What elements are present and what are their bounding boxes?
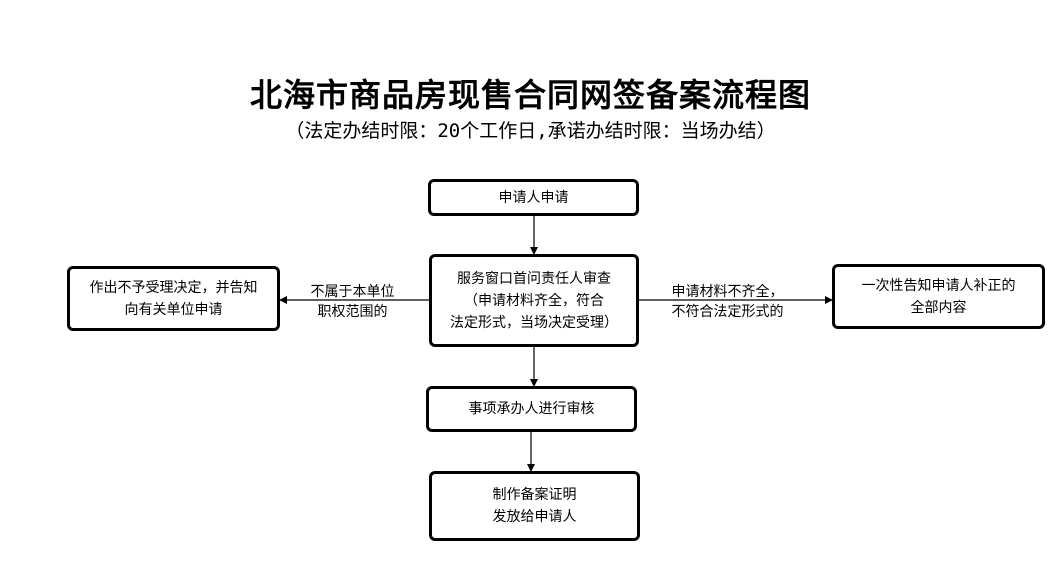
node-window-line-2: （申请材料齐全，符合 bbox=[464, 292, 604, 309]
edge-label-reject: 不属于本单位 职权范围的 bbox=[290, 282, 415, 322]
node-issue-certificate: 制作备案证明 发放给申请人 bbox=[429, 471, 640, 541]
edge-reject-line-1: 不属于本单位 bbox=[310, 284, 395, 300]
node-apply: 申请人申请 bbox=[428, 179, 639, 216]
node-issue-line-2: 发放给申请人 bbox=[492, 509, 577, 525]
diagram-title: 北海市商品房现售合同网签备案流程图 bbox=[249, 76, 811, 114]
node-notify: 一次性告知申请人补正的 全部内容 bbox=[832, 264, 1045, 329]
edge-label-notify: 申请材料不齐全， 不符合法定形式的 bbox=[650, 282, 805, 322]
node-reject: 作出不予受理决定，并告知 向有关单位申请 bbox=[67, 266, 280, 331]
edge-notify-line-2: 不符合法定形式的 bbox=[671, 304, 784, 320]
node-notify-line-1: 一次性告知申请人补正的 bbox=[861, 277, 1016, 294]
node-review-text: 事项承办人进行审核 bbox=[468, 401, 595, 417]
edge-reject-line-2: 职权范围的 bbox=[317, 304, 388, 320]
node-reject-line-1: 作出不予受理决定，并告知 bbox=[89, 279, 258, 296]
node-issue-line-1: 制作备案证明 bbox=[492, 487, 577, 503]
node-window-review: 服务窗口首问责任人审查 （申请材料齐全，符合 法定形式，当场决定受理） bbox=[429, 254, 639, 347]
node-handler-review: 事项承办人进行审核 bbox=[426, 386, 637, 432]
node-reject-line-2: 向有关单位申请 bbox=[124, 301, 223, 318]
node-window-line-1: 服务窗口首问责任人审查 bbox=[457, 270, 611, 287]
edge-notify-line-1: 申请材料不齐全， bbox=[671, 284, 784, 300]
node-apply-text: 申请人申请 bbox=[498, 189, 569, 206]
node-notify-line-2: 全部内容 bbox=[910, 299, 967, 316]
node-window-line-3: 法定形式，当场决定受理） bbox=[450, 314, 618, 331]
diagram-subtitle: （法定办结时限：20个工作日,承诺办结时限：当场办结） bbox=[285, 120, 776, 142]
